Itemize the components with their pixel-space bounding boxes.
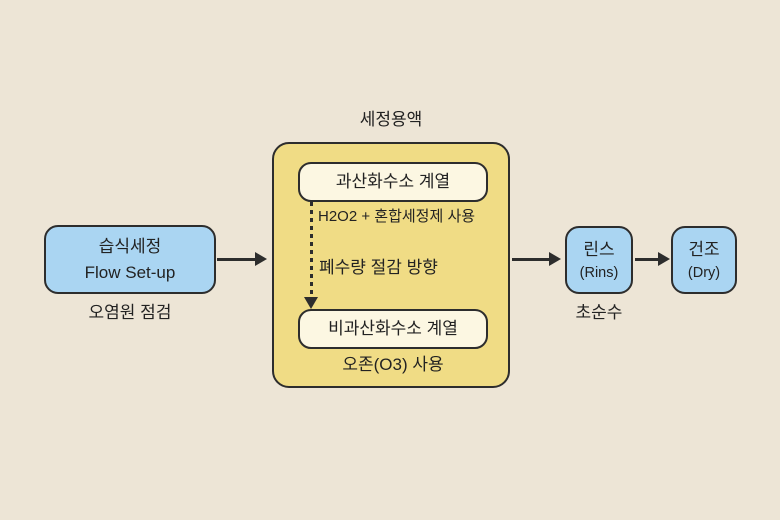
wet-cleaning-label-ko: 습식세정 (98, 237, 162, 256)
arrow-right-icon (512, 258, 549, 261)
wet-cleaning-flow-setup-box: 습식세정 Flow Set-up (44, 225, 216, 294)
dry-box: 건조 (Dry) (671, 226, 737, 294)
rinse-box: 린스 (Rins) (565, 226, 633, 294)
dashed-arrow-down-icon (310, 202, 313, 298)
ultrapure-water-caption: 초순수 (575, 303, 623, 322)
arrow-right-icon (217, 258, 255, 261)
dry-label-en: (Dry) (687, 264, 721, 281)
wet-cleaning-label-en: Flow Set-up (84, 262, 176, 282)
arrow-right-icon (635, 258, 658, 261)
rinse-label-en: (Rins) (579, 264, 619, 281)
non-peroxide-series-box: 비과산화수소 계열 (298, 309, 488, 349)
contamination-check-caption: 오염원 점검 (88, 303, 172, 322)
ozone-note: 오존(O3) 사용 (342, 355, 444, 374)
non-peroxide-series-label: 비과산화수소 계열 (328, 319, 458, 339)
cleaning-solution-group: 과산화수소 계열 H2O2 + 혼합세정제 사용 폐수량 절감 방향 비과산화수… (272, 142, 510, 388)
dry-label-ko: 건조 (688, 240, 720, 260)
peroxide-series-label: 과산화수소 계열 (335, 172, 451, 192)
peroxide-note: H2O2 + 혼합세정제 사용 (318, 208, 476, 225)
wastewater-reduction-label: 폐수량 절감 방향 (319, 258, 438, 277)
peroxide-series-box: 과산화수소 계열 (298, 162, 488, 202)
cleaning-solution-group-title: 세정용액 (359, 110, 423, 129)
rinse-label-ko: 린스 (583, 240, 615, 260)
